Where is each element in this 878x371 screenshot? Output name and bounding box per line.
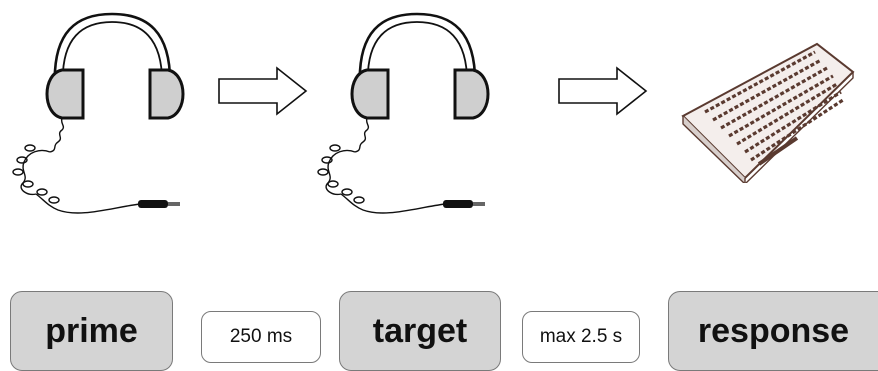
interval-prime-target: 250 ms — [201, 311, 321, 363]
stage-label: response — [697, 311, 850, 350]
headphones-icon — [317, 12, 490, 214]
stage-label: prime — [45, 311, 138, 350]
keyboard-icon — [681, 42, 855, 183]
stage-prime: prime — [10, 291, 173, 371]
stage-response: response — [668, 291, 878, 371]
interval-target-response: max 2.5 s — [522, 311, 640, 363]
headphones-icon — [12, 12, 185, 214]
interval-label: max 2.5 s — [539, 326, 623, 347]
arrow-right-icon — [558, 66, 648, 116]
stage-label: target — [372, 311, 468, 350]
interval-label: 250 ms — [229, 326, 293, 347]
arrow-right-icon — [218, 66, 308, 116]
stage-target: target — [339, 291, 501, 371]
